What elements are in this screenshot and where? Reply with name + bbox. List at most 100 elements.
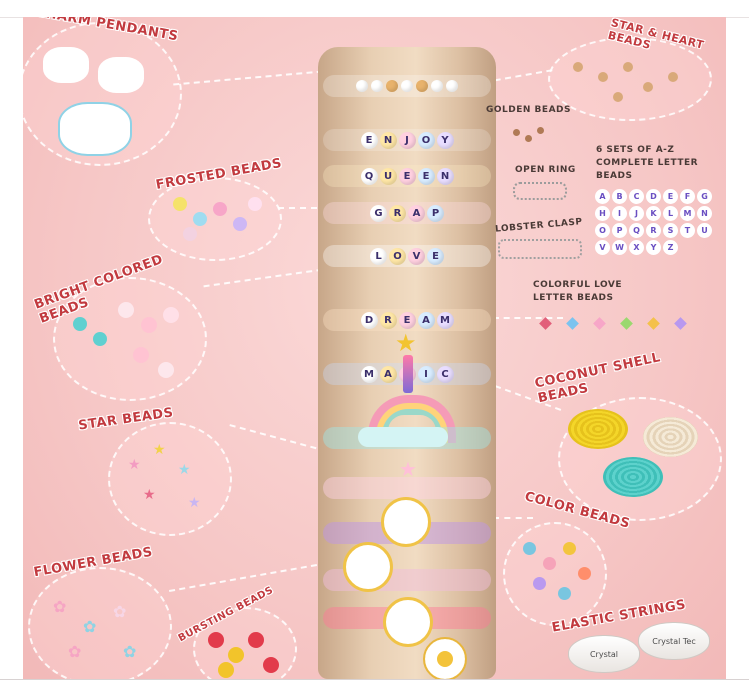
unicorn-pendant bbox=[58, 102, 132, 156]
gold-bead bbox=[573, 62, 583, 72]
bursting-bead bbox=[228, 647, 244, 663]
open-ring bbox=[513, 182, 567, 200]
alphabet-bead: T bbox=[680, 223, 695, 238]
alphabet-bead: C bbox=[629, 189, 644, 204]
connector-line bbox=[229, 424, 327, 452]
bright-bead bbox=[93, 332, 107, 346]
letter-bead: E bbox=[398, 167, 416, 185]
star-bead: ★ bbox=[143, 487, 156, 503]
color-beads-blob bbox=[503, 522, 607, 626]
unicorn-charm bbox=[343, 542, 393, 592]
spool-label: Crystal bbox=[589, 649, 619, 659]
letter-bead: R bbox=[389, 204, 406, 222]
heart-bead bbox=[539, 317, 552, 330]
rainbow-charm bbox=[368, 395, 456, 443]
alphabet-bead: G bbox=[697, 189, 712, 204]
connector-line bbox=[203, 268, 323, 288]
pearl-bead bbox=[401, 80, 413, 92]
gold-bead bbox=[643, 82, 653, 92]
bright-bead bbox=[118, 302, 134, 318]
star-bead: ★ bbox=[188, 495, 201, 511]
unicorn-charm bbox=[381, 497, 431, 547]
letter-bead: U bbox=[379, 167, 397, 185]
color-bead bbox=[558, 587, 571, 600]
bright-bead bbox=[133, 347, 149, 363]
frosted-beads-blob bbox=[148, 177, 282, 261]
alphabet-bead: N bbox=[697, 206, 712, 221]
daisy-charm bbox=[423, 637, 467, 679]
letter-bead: A bbox=[379, 365, 397, 383]
alphabet-bead: Z bbox=[663, 240, 678, 255]
connector-line bbox=[168, 563, 318, 593]
golden-bead bbox=[537, 127, 544, 134]
letter-bead: I bbox=[417, 365, 435, 383]
alphabet-bead: K bbox=[646, 206, 661, 221]
alphabet-bead: O bbox=[595, 223, 610, 238]
color-bead bbox=[543, 557, 556, 570]
letter-bead: D bbox=[360, 311, 378, 329]
frosted-bead bbox=[248, 197, 262, 211]
letter-bead: Q bbox=[360, 167, 378, 185]
connector-line bbox=[278, 207, 328, 209]
star-bead-bracelet bbox=[323, 477, 491, 499]
flower-bead: ✿ bbox=[83, 617, 97, 636]
letter-bead: E bbox=[360, 131, 378, 149]
letter-bead: L bbox=[370, 247, 387, 265]
alphabet-bead: B bbox=[612, 189, 627, 204]
letter-bead: E bbox=[417, 167, 435, 185]
letter-bead: O bbox=[389, 247, 406, 265]
alphabet-bead: A bbox=[595, 189, 610, 204]
letter-bead: A bbox=[417, 311, 435, 329]
letter-bead: V bbox=[408, 247, 425, 265]
heart-bead bbox=[674, 317, 687, 330]
letter-bead: N bbox=[436, 167, 454, 185]
label-letter-sets: 6 SETS OF A-Z COMPLETE LETTER BEADS bbox=[596, 145, 699, 181]
star-beads-blob bbox=[108, 422, 232, 536]
alphabet-bead: Y bbox=[646, 240, 661, 255]
alphabet-bead: F bbox=[680, 189, 695, 204]
alphabet-bead: Q bbox=[629, 223, 644, 238]
connector-line bbox=[493, 517, 533, 519]
alphabet-bead: U bbox=[697, 223, 712, 238]
frosted-bead bbox=[193, 212, 207, 226]
letter-bead: Y bbox=[436, 131, 454, 149]
bursting-bead bbox=[248, 632, 264, 648]
unicorn-pendant bbox=[43, 47, 89, 83]
alphabet-bead: D bbox=[646, 189, 661, 204]
alphabet-bead: E bbox=[663, 189, 678, 204]
flower-bead: ✿ bbox=[68, 642, 82, 661]
alphabet-bead: L bbox=[663, 206, 678, 221]
coconut-pile-yellow bbox=[568, 409, 628, 449]
unicorn-pendant bbox=[98, 57, 144, 93]
heart-bead bbox=[647, 317, 660, 330]
alphabet-bead: P bbox=[612, 223, 627, 238]
tassel-charm bbox=[403, 355, 413, 393]
pearl-bead bbox=[356, 80, 368, 92]
coconut-pile-teal bbox=[603, 457, 663, 497]
alphabet-bead: V bbox=[595, 240, 610, 255]
bursting-bead bbox=[208, 632, 224, 648]
spool-label: Crystal Tec bbox=[652, 636, 696, 646]
star-charm-small: ★ bbox=[399, 457, 417, 481]
pearl-bead bbox=[371, 80, 383, 92]
flower-bead: ✿ bbox=[113, 602, 127, 621]
unicorn-charm bbox=[383, 597, 433, 647]
star-bead: ★ bbox=[128, 457, 141, 473]
label-lobster-clasp: LOBSTER CLASP bbox=[494, 217, 583, 235]
label-open-ring: OPEN RING bbox=[515, 165, 576, 175]
bursting-bead bbox=[218, 662, 234, 678]
connector-line bbox=[493, 317, 563, 319]
letter-bead: E bbox=[398, 311, 416, 329]
star-charm: ★ bbox=[395, 329, 417, 357]
color-bead bbox=[578, 567, 591, 580]
bright-beads-blob bbox=[53, 277, 207, 401]
cloud-charm bbox=[358, 427, 448, 447]
label-golden-beads: GOLDEN BEADS bbox=[486, 105, 571, 115]
letter-bead: M bbox=[436, 311, 454, 329]
